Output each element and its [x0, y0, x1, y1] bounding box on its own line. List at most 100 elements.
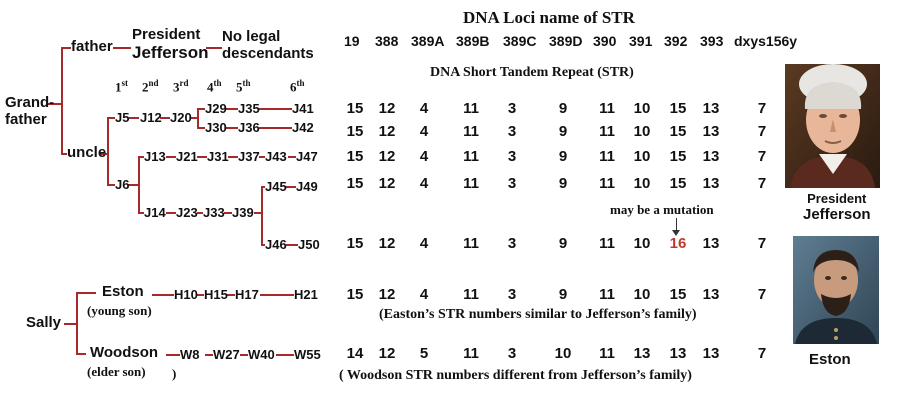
str-value: 9 — [558, 100, 568, 117]
uncle-label: uncle — [67, 144, 107, 161]
str-value: 13 — [702, 235, 720, 252]
node-j50: J50 — [298, 237, 320, 252]
str-value: 4 — [419, 235, 429, 252]
locus-label: 392 — [664, 33, 688, 49]
node-j46: J46 — [265, 237, 287, 252]
connector — [206, 47, 222, 49]
node-j13: J13 — [144, 149, 166, 164]
connector — [286, 244, 298, 246]
str-value: 12 — [378, 148, 396, 165]
eston-note: (young son) — [87, 303, 152, 318]
str-value: 11 — [599, 286, 615, 303]
connector — [47, 103, 61, 105]
connector — [205, 354, 213, 356]
locus-label: 389B — [456, 33, 490, 49]
locus-label: 390 — [593, 33, 617, 49]
str-value: 10 — [554, 345, 572, 362]
grandfather-label: Grand-father — [5, 94, 55, 128]
str-value: 5 — [419, 345, 429, 362]
str-value: 4 — [419, 148, 429, 165]
arrow-down-icon — [672, 230, 680, 236]
locus-label: 389C — [503, 33, 537, 49]
str-value: 10 — [633, 175, 651, 192]
str-value: 4 — [419, 123, 429, 140]
str-value: 13 — [702, 345, 720, 362]
str-value: 11 — [463, 235, 479, 252]
str-value: 11 — [599, 175, 615, 192]
connector — [138, 156, 144, 158]
str-value: 15 — [346, 175, 364, 192]
connector — [196, 294, 204, 296]
str-value: 13 — [702, 148, 720, 165]
connector — [61, 47, 63, 154]
str-value: 15 — [346, 286, 364, 303]
connector — [261, 244, 265, 246]
locus-label: 388 — [375, 33, 399, 49]
connector — [152, 294, 174, 296]
str-value: 7 — [757, 286, 767, 303]
connector — [224, 212, 232, 214]
node-j21: J21 — [176, 149, 198, 164]
connector — [64, 323, 76, 325]
str-value: 3 — [507, 235, 517, 252]
str-value: 9 — [558, 286, 568, 303]
str-value: 15 — [346, 100, 364, 117]
connector — [261, 186, 265, 188]
generation-label: 2nd — [142, 78, 159, 95]
connector — [261, 186, 263, 245]
node-j41: J41 — [292, 101, 314, 116]
node-j12: J12 — [140, 110, 162, 125]
str-value: 13 — [702, 100, 720, 117]
node-j20: J20 — [170, 110, 192, 125]
generation-label: 5th — [236, 78, 251, 95]
str-value: 15 — [669, 175, 687, 192]
str-value: 11 — [463, 148, 479, 165]
mutation-note: may be a mutation — [610, 202, 714, 217]
str-value: 14 — [346, 345, 364, 362]
str-value: 11 — [463, 123, 479, 140]
connector — [129, 117, 139, 119]
connector — [166, 156, 176, 158]
node-j33: J33 — [203, 205, 225, 220]
node-h21: H21 — [294, 287, 318, 302]
str-value: 15 — [669, 100, 687, 117]
str-value: 7 — [757, 175, 767, 192]
str-value: 15 — [346, 123, 364, 140]
str-value: 9 — [558, 235, 568, 252]
connector — [197, 127, 205, 129]
node-j37: J37 — [238, 149, 260, 164]
woodson-comparison-note: ( Woodson STR numbers different from Jef… — [339, 368, 692, 383]
node-j31: J31 — [207, 149, 229, 164]
str-value: 7 — [757, 123, 767, 140]
chart-title: DNA Loci name of STR — [463, 8, 635, 27]
str-value: 13 — [669, 345, 687, 362]
str-value: 10 — [633, 286, 651, 303]
connector — [61, 153, 67, 155]
connector — [254, 212, 262, 214]
str-value: 12 — [378, 100, 396, 117]
connector — [259, 108, 292, 110]
locus-label: 391 — [629, 33, 653, 49]
connector — [288, 156, 296, 158]
str-value: 10 — [633, 123, 651, 140]
connector — [190, 117, 198, 119]
eston-label: Eston — [102, 283, 144, 300]
connector — [228, 156, 238, 158]
str-value: 4 — [419, 175, 429, 192]
node-h10: H10 — [174, 287, 198, 302]
str-value: 9 — [558, 175, 568, 192]
connector — [197, 212, 203, 214]
str-value: 4 — [419, 286, 429, 303]
str-value: 13 — [702, 123, 720, 140]
generation-label: 6th — [290, 78, 305, 95]
generation-label: 3rd — [173, 78, 189, 95]
connector — [100, 153, 108, 155]
connector — [160, 117, 170, 119]
str-value: 11 — [463, 100, 479, 117]
str-value: 11 — [599, 345, 615, 362]
woodson-note: (elder son) — [87, 364, 146, 379]
node-j30: J30 — [205, 120, 227, 135]
node-j45: J45 — [265, 179, 287, 194]
